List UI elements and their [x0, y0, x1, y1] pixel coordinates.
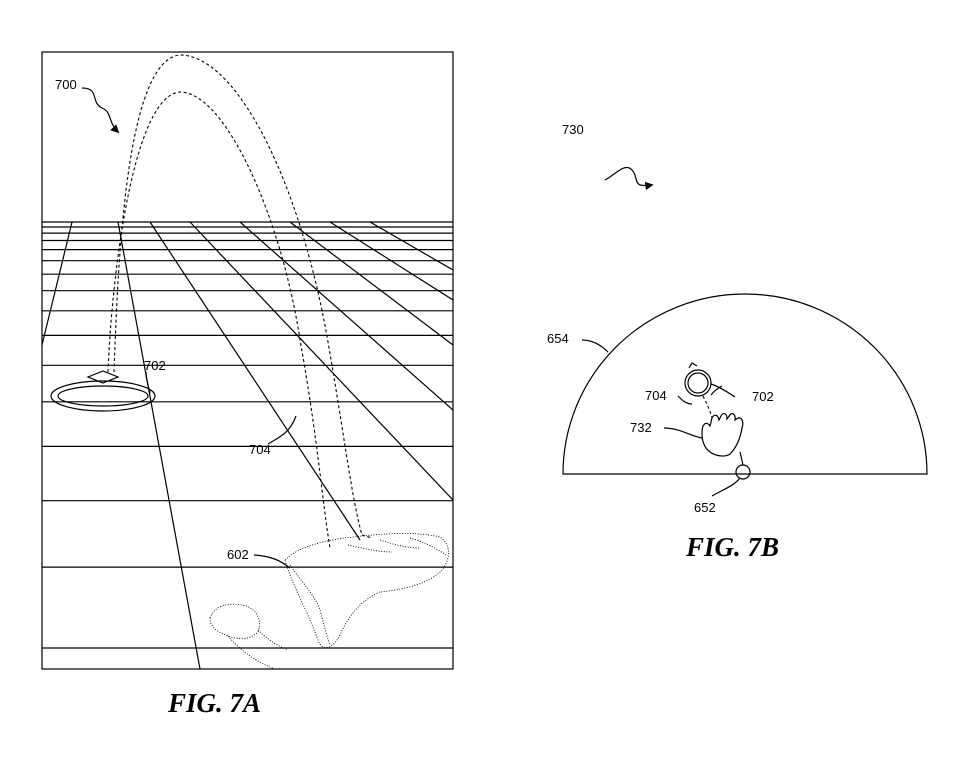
- trajectory-arc-outer: [113, 54, 363, 536]
- grid-ray-line: [189, 221, 453, 501]
- caption-fig-7b: FIG. 7B: [685, 532, 779, 562]
- leader-704-b: [677, 395, 693, 405]
- user-hand-outline: [209, 533, 449, 670]
- target-ring-marker: [684, 362, 712, 397]
- leader-702: [145, 371, 151, 394]
- ref-702-a: 702: [144, 358, 166, 373]
- leader-732: [663, 427, 703, 439]
- origin-point-icon: [735, 464, 751, 480]
- leader-702-b: [710, 385, 723, 396]
- ref-654: 654: [547, 331, 569, 346]
- leader-652: [711, 477, 741, 497]
- grid-ray-line: [369, 221, 453, 271]
- figure-7a-frame: [41, 51, 454, 670]
- hand-icon-732: [701, 413, 744, 466]
- ref-704-b: 704: [645, 388, 667, 403]
- leader-702-b-extended: [710, 383, 736, 398]
- teleport-target-marker: [50, 370, 156, 412]
- figure-7a: 700 702 704 602 FIG. 7A: [41, 51, 454, 718]
- ref-702-b: 702: [752, 389, 774, 404]
- field-of-view-dome: [562, 293, 928, 475]
- figure-7b: 730 654 704 702 732 652 FIG. 7B: [547, 122, 928, 562]
- ref-730: 730: [562, 122, 584, 137]
- ref-602: 602: [227, 547, 249, 562]
- ref-732: 732: [630, 420, 652, 435]
- hand-to-origin-line: [739, 451, 744, 466]
- grid-horizontal-lines: [42, 221, 453, 649]
- grid-ray-line: [42, 221, 73, 346]
- floor-grid: [42, 221, 453, 669]
- grid-ray-line: [117, 221, 201, 669]
- grid-ray-line: [149, 221, 361, 541]
- leader-654: [581, 339, 609, 353]
- grid-converging-lines: [42, 221, 453, 669]
- wavy-arrow-730: [604, 166, 654, 191]
- trajectory-arc-b: [702, 395, 713, 419]
- ref-704-a: 704: [249, 442, 271, 457]
- ref-700: 700: [55, 77, 77, 92]
- grid-ray-line: [329, 221, 453, 301]
- pointer-tick-icon: [688, 362, 698, 369]
- leader-602: [253, 554, 291, 569]
- diamond-icon: [86, 370, 120, 384]
- ref-652: 652: [694, 500, 716, 515]
- trajectory-arc-inner: [107, 91, 331, 549]
- wavy-arrow-700: [81, 87, 120, 134]
- caption-fig-7a: FIG. 7A: [167, 688, 261, 718]
- leader-704: [267, 415, 297, 445]
- grid-ray-line: [289, 221, 453, 346]
- grid-ray-line: [239, 221, 453, 411]
